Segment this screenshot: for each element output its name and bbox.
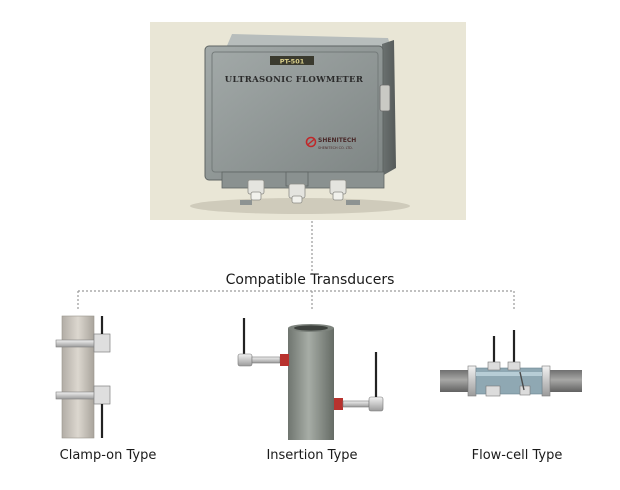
flange-left: [467, 365, 477, 397]
clamp-on-label: Clamp-on Type: [59, 448, 157, 463]
brand-name: SHENITECH: [318, 137, 356, 144]
cable-gland-left: [247, 179, 265, 201]
cable-gland-right: [329, 179, 347, 201]
brand-logo: SHENITECH SHENITECH CO. LTD.: [305, 136, 356, 150]
flow-cell-label: Flow-cell Type: [471, 448, 563, 463]
model-plate-text: PT-501: [280, 58, 305, 66]
flange-right: [541, 365, 551, 397]
insertion-illustration: [237, 318, 384, 440]
connector-lines: [77, 221, 515, 309]
clamp-lower: [55, 385, 111, 438]
model-plate: [270, 56, 314, 65]
insertion-probe-right: [334, 352, 384, 412]
flowmeter-name: ULTRASONIC FLOWMETER: [225, 75, 364, 85]
clamp-upper: [55, 316, 111, 353]
diagram-title: Compatible Transducers: [225, 272, 395, 288]
flowmeter-photo: PT-501 ULTRASONIC FLOWMETER SHENITECH SH…: [150, 22, 466, 220]
cable-gland-center: [285, 171, 309, 204]
insertion-label: Insertion Type: [266, 448, 358, 463]
clamp-on-illustration: [55, 315, 111, 439]
insertion-probe-left: [237, 318, 289, 367]
flow-cell-sensors: [485, 330, 531, 397]
flowmeter-enclosure: PT-501 ULTRASONIC FLOWMETER SHENITECH SH…: [204, 34, 396, 205]
latch-icon: [379, 84, 391, 112]
brand-subtext: SHENITECH CO. LTD.: [318, 146, 353, 150]
flow-cell-illustration: [440, 330, 582, 397]
